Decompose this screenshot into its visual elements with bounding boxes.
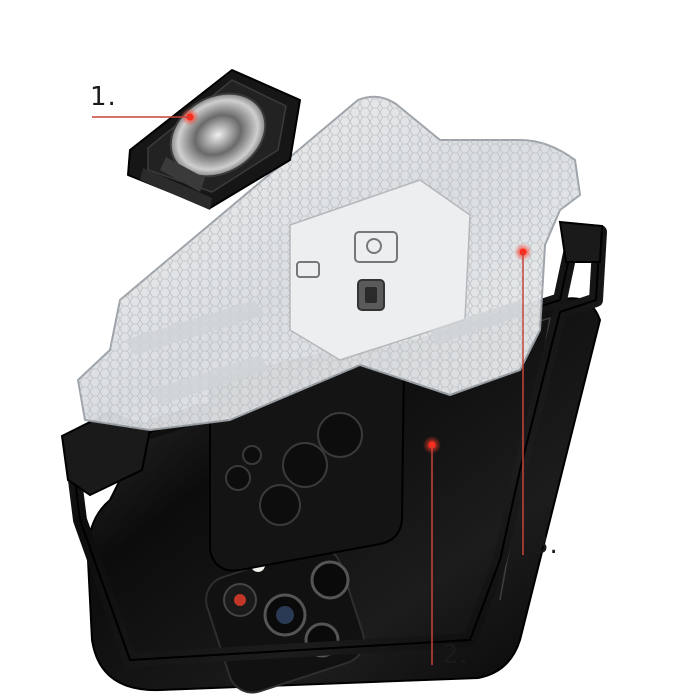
kickstand-ring — [127, 69, 301, 210]
clear-back-panel — [77, 95, 581, 431]
callout-label-3: 3. — [532, 530, 559, 560]
callout-label-1: 1. — [90, 82, 117, 112]
callout-label-2: 2. — [442, 640, 469, 670]
